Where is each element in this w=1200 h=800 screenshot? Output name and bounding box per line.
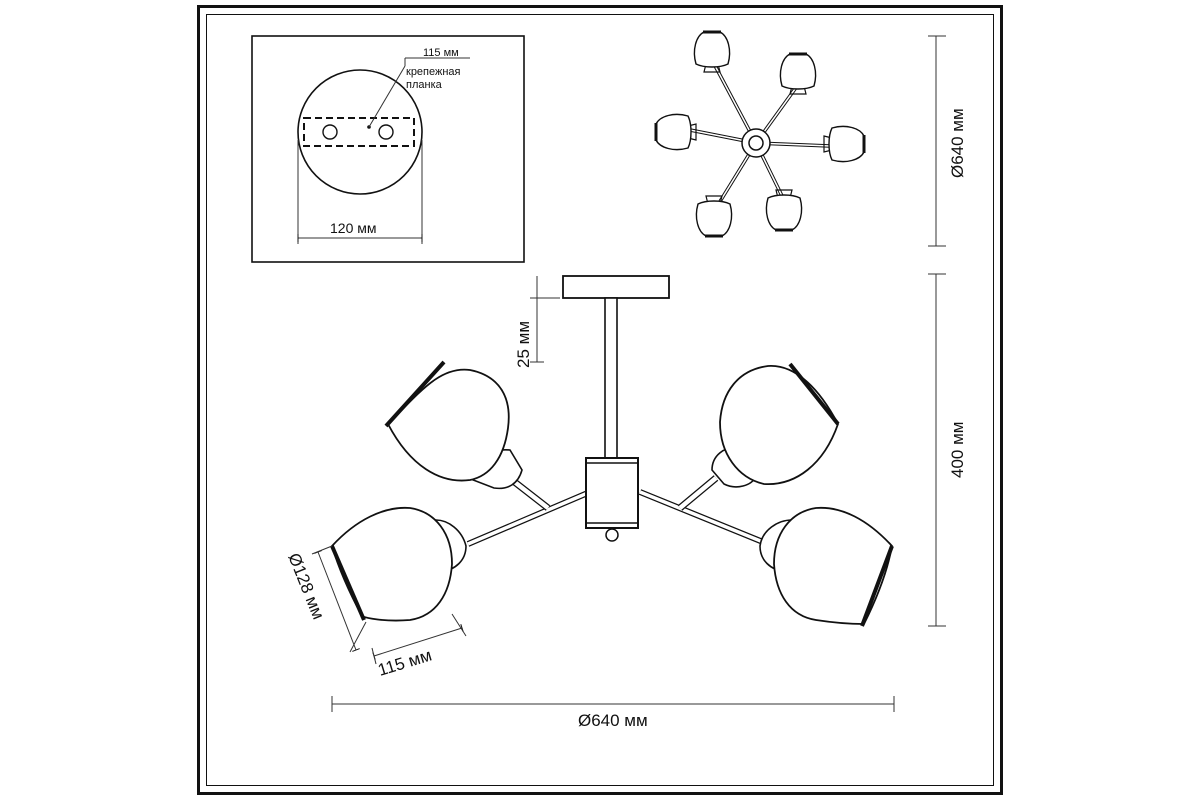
top-shade-5 [694,194,734,238]
mount-plate-detail: 115 мм крепежная планка 120 мм [251,35,525,263]
screw-hole-left [322,124,338,140]
top-view-diameter-dim: Ø640 мм [928,35,967,247]
side-hub [585,457,639,529]
top-shade-4 [822,124,866,164]
shade-length-label: 115 мм [376,646,434,680]
screw-hole-right [378,124,394,140]
side-view [330,275,894,627]
bracket-pointer-line [368,65,406,128]
height-dim: 400 мм [928,273,967,627]
shade-length-dim: 115 мм [371,613,467,680]
side-canopy [562,275,670,299]
side-shade-lower-right [759,506,894,627]
top-hub-inner [748,135,764,151]
overall-diameter-label: Ø640 мм [578,711,648,730]
hub-finial [605,528,619,542]
side-shade-upper-left [384,360,523,490]
bracket-label-line2: планка [406,79,443,91]
inner-frame [206,14,994,786]
overall-diameter-dim: Ø640 мм [331,696,895,730]
mounting-bracket [303,117,415,147]
top-shade-2 [778,52,818,96]
canopy-circle [297,69,423,195]
side-rod [604,297,618,459]
top-shade-3 [654,112,698,152]
rod-offset-dim: 25 мм [514,276,560,368]
strip-width-label: 115 мм [423,47,459,59]
top-view [654,30,866,238]
side-shade-upper-right [711,362,840,488]
canopy-diameter-label: 120 мм [330,220,377,236]
top-shade-1 [692,30,732,74]
mount-plate-box [251,35,525,263]
outer-frame [197,5,1003,795]
top-shade-6 [764,188,804,232]
height-label: 400 мм [948,422,967,478]
bracket-label-line1: крепежная [406,66,461,78]
side-shade-lower-left [330,506,467,622]
top-diameter-label: Ø640 мм [948,108,967,178]
rod-offset-label: 25 мм [514,321,533,368]
